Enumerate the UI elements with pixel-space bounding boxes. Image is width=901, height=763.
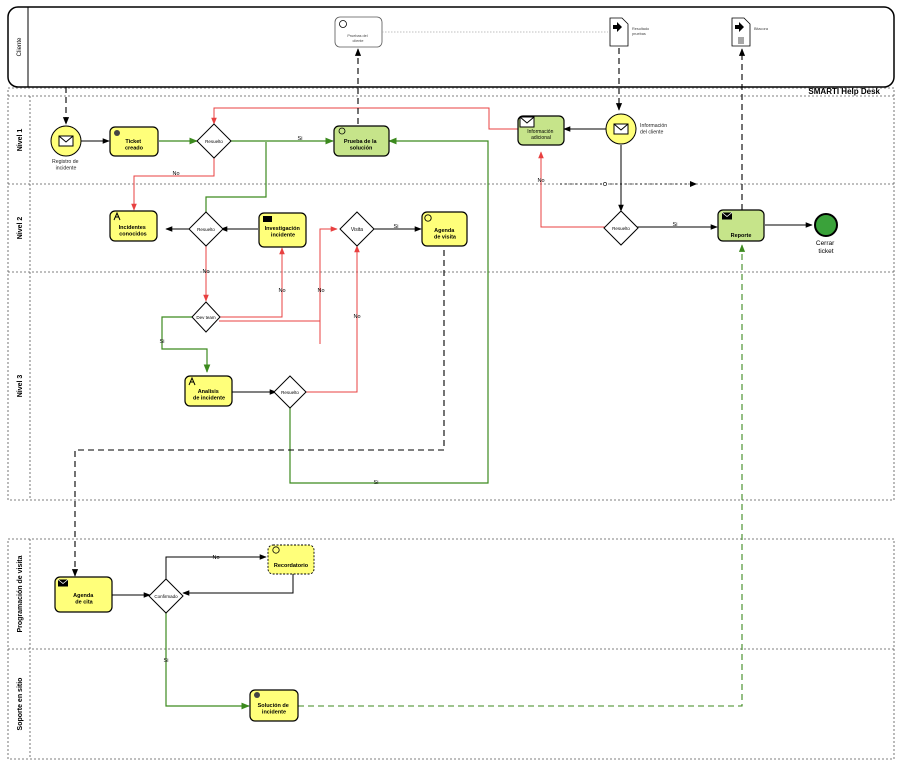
svg-text:Resuelto: Resuelto bbox=[205, 139, 223, 144]
lane-programacion-label: Programación de visita bbox=[17, 555, 24, 632]
gear-icon bbox=[114, 130, 120, 136]
svg-text:Si: Si bbox=[394, 224, 399, 230]
reporte-task[interactable]: Reporte bbox=[717, 209, 765, 242]
informacion-adicional-task[interactable]: Información adicional bbox=[517, 115, 565, 146]
agenda-visita-task[interactable]: Agenda de visita bbox=[421, 211, 468, 247]
svg-text:Si: Si bbox=[164, 658, 169, 664]
visita-pool: Programación de visita Soporte en sitio bbox=[7, 538, 895, 760]
message-flows bbox=[62, 48, 746, 577]
svg-text:Investigación incidente: Investigación incidente bbox=[265, 226, 302, 239]
svg-text:Resuelto: Resuelto bbox=[281, 390, 299, 395]
manual-icon bbox=[263, 216, 272, 222]
gateway-resuelto-2[interactable]: Resuelto bbox=[188, 211, 224, 247]
svg-text:Registro de incidente: Registro de incidente bbox=[52, 159, 80, 172]
registro-incidente-start-event[interactable]: Registro de incidente bbox=[50, 125, 82, 172]
svg-text:Prueba de la solución: Prueba de la solución bbox=[344, 139, 378, 152]
incidentes-conocidos-task[interactable]: Incidentes conocidos bbox=[109, 210, 158, 242]
message-flow-dotted bbox=[560, 181, 697, 187]
user-icon bbox=[339, 20, 347, 28]
arrow-right-icon bbox=[613, 22, 622, 32]
clock-icon bbox=[424, 214, 432, 222]
svg-text:Ticket creado: Ticket creado bbox=[125, 139, 144, 152]
black-flows bbox=[81, 126, 813, 598]
svg-text:No: No bbox=[353, 314, 360, 320]
analisis-incidente-task[interactable]: Analisis de incidente bbox=[184, 375, 233, 407]
informacion-cliente-event[interactable]: Información del cliente bbox=[605, 113, 669, 145]
solucion-incidente-task[interactable]: Solución de incidente bbox=[249, 689, 299, 722]
envelope-icon bbox=[58, 135, 74, 147]
agenda-cita-task[interactable]: Agenda de cita bbox=[54, 576, 113, 613]
arrow-right-icon bbox=[735, 22, 744, 32]
svg-text:Confirmado: Confirmado bbox=[154, 594, 178, 599]
svg-text:Agenda de visita: Agenda de visita bbox=[434, 228, 457, 241]
svg-text:Cerrar ticket: Cerrar ticket bbox=[816, 240, 836, 255]
flow-labels: Si No No Si Si No No No No Si Si No Si bbox=[160, 136, 678, 664]
user-icon bbox=[338, 127, 346, 135]
gateway-resuelto-info[interactable]: Resuelto bbox=[603, 210, 639, 246]
green-dashed-flow bbox=[298, 244, 746, 707]
svg-text:No: No bbox=[202, 269, 209, 275]
pruebas-cliente-task[interactable]: Pruebas del cliente bbox=[334, 16, 383, 48]
svg-text:No: No bbox=[212, 555, 219, 561]
svg-text:Resultado pruebas: Resultado pruebas bbox=[632, 27, 650, 36]
lane-soporte-label: Soporte en sitio bbox=[17, 678, 24, 731]
recordatorio-task[interactable]: Recordatorio bbox=[267, 544, 315, 575]
script-icon bbox=[113, 211, 121, 221]
svg-text:Incidentes conocidos: Incidentes conocidos bbox=[119, 225, 148, 238]
svg-text:Resuelto: Resuelto bbox=[197, 227, 215, 232]
ticket-creado-task[interactable]: Ticket creado bbox=[109, 126, 159, 157]
svg-text:Si: Si bbox=[298, 136, 303, 142]
prueba-solucion-task[interactable]: Prueba de la solución bbox=[333, 125, 390, 157]
svg-text:Si: Si bbox=[160, 339, 165, 345]
svg-text:Analisis de incidente: Analisis de incidente bbox=[193, 389, 225, 402]
svg-text:Si: Si bbox=[673, 222, 678, 228]
svg-text:Información adicional: Información adicional bbox=[527, 129, 555, 141]
gateway-visita[interactable]: Visita bbox=[339, 211, 375, 247]
lane-nivel3-label: Nivel 3 bbox=[17, 375, 24, 398]
gateway-resuelto-analisis[interactable]: Resuelto bbox=[273, 375, 307, 409]
helpdesk-pool-title: SMARTI Help Desk bbox=[808, 87, 880, 96]
cliente-pool-label: Cliente bbox=[17, 37, 23, 56]
helpdesk-pool: SMARTI Help Desk Nivel 1 Nivel 2 Nivel 3 bbox=[7, 87, 895, 501]
timer-icon bbox=[272, 546, 280, 554]
svg-text:Recordatorio: Recordatorio bbox=[274, 563, 309, 569]
svg-text:Reporte: Reporte bbox=[731, 233, 752, 239]
svg-text:Visita: Visita bbox=[351, 227, 363, 233]
gateway-resuelto-1[interactable]: Resuelto bbox=[196, 123, 232, 159]
red-flows bbox=[131, 107, 606, 393]
resultado-pruebas-doc: Resultado pruebas bbox=[609, 17, 650, 47]
svg-text:No: No bbox=[278, 288, 285, 294]
envelope-icon bbox=[519, 116, 535, 128]
svg-text:Información del cliente: Información del cliente bbox=[640, 123, 669, 136]
svg-text:No: No bbox=[172, 171, 179, 177]
svg-text:Solución de incidente: Solución de incidente bbox=[258, 703, 291, 716]
cliente-pool: Cliente bbox=[7, 6, 895, 88]
cerrar-ticket-end-event[interactable]: Cerrar ticket bbox=[814, 213, 838, 255]
gateway-dev-team[interactable]: Dev team bbox=[191, 301, 221, 333]
svg-text:No: No bbox=[537, 178, 544, 184]
svg-text:Pruebas del cliente: Pruebas del cliente bbox=[347, 34, 368, 43]
svg-text:Si: Si bbox=[374, 480, 379, 486]
lane-nivel1-label: Nivel 1 bbox=[17, 129, 24, 152]
svg-text:Bitacora: Bitacora bbox=[754, 27, 769, 31]
svg-text:Resuelto: Resuelto bbox=[612, 226, 630, 231]
bitacora-doc: Bitacora bbox=[731, 17, 769, 47]
lane-nivel2-label: Nivel 2 bbox=[17, 217, 24, 240]
svg-text:No: No bbox=[317, 288, 324, 294]
gear-icon bbox=[254, 692, 260, 698]
investigacion-incidente-task[interactable]: Investigación incidente bbox=[258, 212, 307, 248]
gateway-confirmado[interactable]: Confirmado bbox=[148, 578, 184, 614]
envelope-icon bbox=[613, 123, 629, 135]
svg-text:Dev team: Dev team bbox=[196, 315, 216, 320]
svg-text:Agenda de cita: Agenda de cita bbox=[73, 593, 95, 606]
envelope-icon bbox=[57, 579, 69, 587]
envelope-icon bbox=[721, 212, 733, 220]
green-flows bbox=[159, 137, 489, 710]
script-icon bbox=[188, 376, 196, 386]
